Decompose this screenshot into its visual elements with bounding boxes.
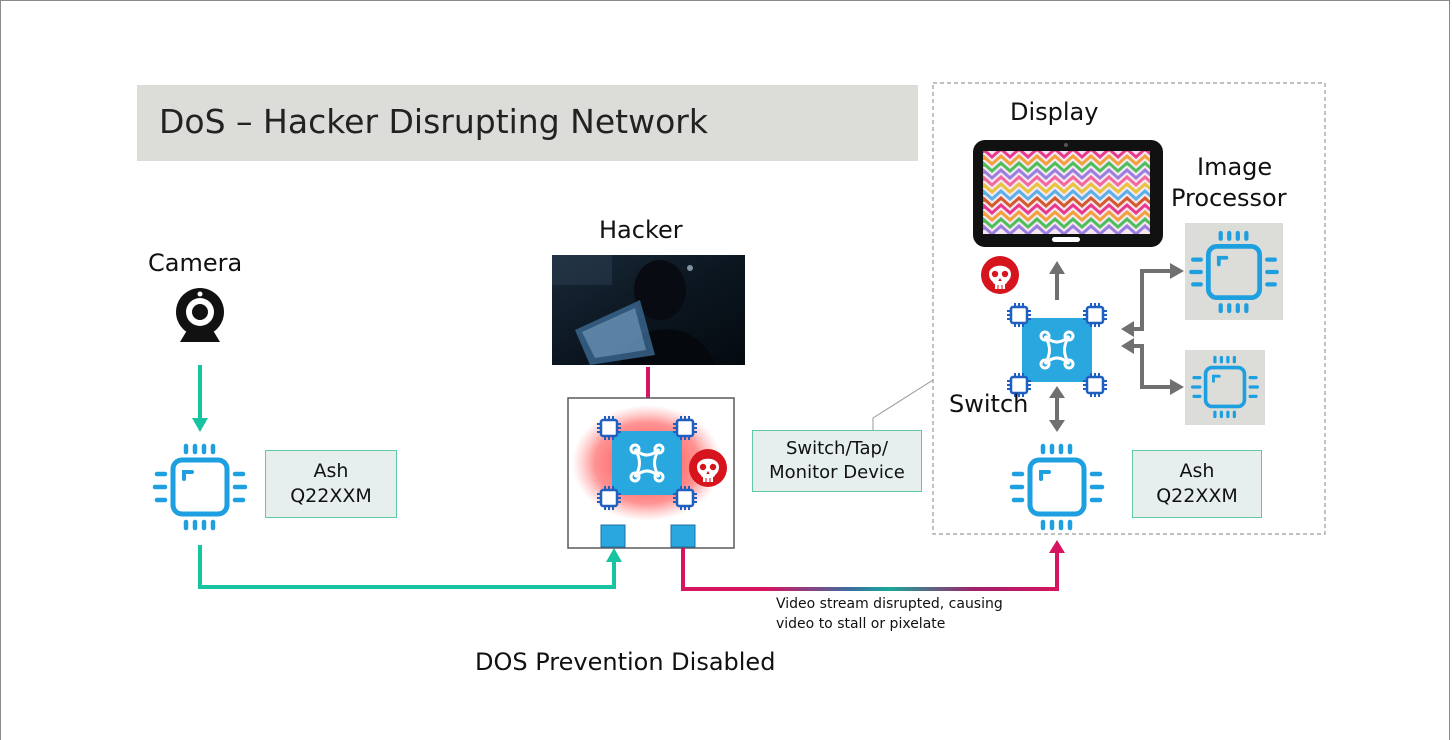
switch-icon-right — [1007, 303, 1107, 397]
ash-left-line2: Q22XXM — [290, 485, 372, 507]
ash-left-line1: Ash — [313, 460, 349, 482]
hacker-label: Hacker — [599, 216, 683, 244]
ash-right-line1: Ash — [1179, 460, 1215, 482]
chip-icon-right — [1012, 446, 1102, 528]
hacker-photo — [552, 255, 745, 365]
display-label: Display — [1010, 98, 1099, 126]
skull-icon — [688, 448, 728, 488]
slide-title: DoS – Hacker Disrupting Network — [159, 102, 708, 141]
tap-line2: Monitor Device — [769, 462, 905, 483]
tap-device-label: Switch/Tap/ Monitor Device — [752, 430, 922, 492]
chip-to-switch-arrow — [198, 545, 616, 589]
ash-label-right: Ash Q22XXM — [1132, 450, 1262, 518]
stream-annotation-line1: Video stream disrupted, causing — [776, 596, 1003, 612]
camera-label: Camera — [148, 249, 243, 277]
switch-to-processor2-arrow — [1132, 344, 1172, 389]
ash-label-left: Ash Q22XXM — [265, 450, 397, 518]
switch-port-in — [600, 524, 626, 548]
tablet-display-icon — [973, 140, 1163, 247]
tap-line1: Switch/Tap/ — [785, 438, 889, 459]
footer-label: DOS Prevention Disabled — [475, 648, 776, 676]
ash-right-line2: Q22XXM — [1156, 485, 1238, 507]
stream-annotation-line2: video to stall or pixelate — [776, 616, 946, 632]
disrupted-stream-arrow — [681, 548, 1059, 591]
title-bar: DoS – Hacker Disrupting Network — [137, 85, 918, 161]
switch-to-processor1-arrow — [1132, 269, 1172, 331]
chip-icon-left — [155, 446, 245, 528]
right-group-container — [932, 82, 1326, 535]
switch-label: Switch — [949, 390, 1029, 418]
switch-port-out — [670, 524, 696, 548]
image-processor-label-line1: Image — [1197, 153, 1273, 181]
callout-line — [872, 379, 934, 430]
skull-icon-right — [980, 255, 1020, 295]
image-processor-label-line2: Processor — [1171, 184, 1287, 212]
webcam-icon — [176, 288, 224, 342]
